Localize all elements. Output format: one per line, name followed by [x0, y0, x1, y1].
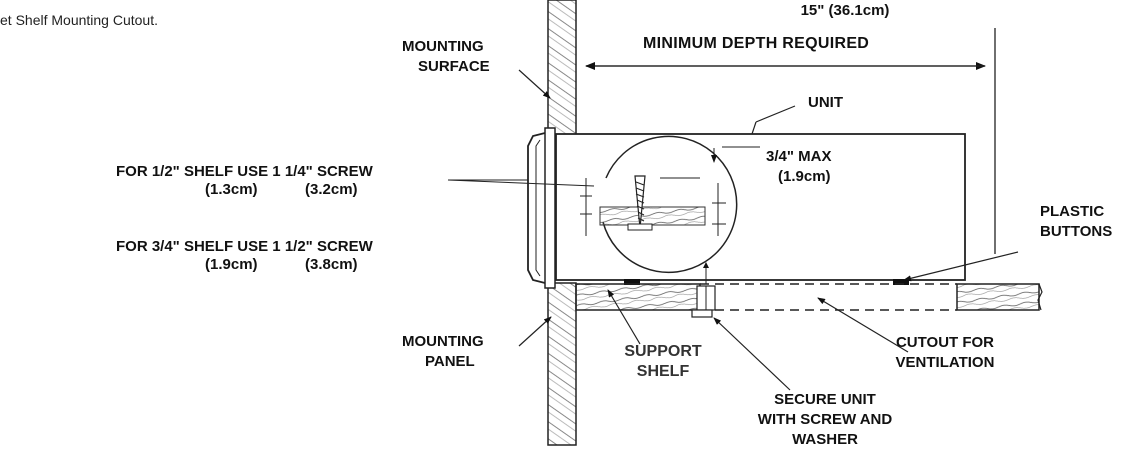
unit-leader-2	[751, 121, 757, 135]
secure-line-3: WASHER	[792, 431, 858, 448]
screw-note-leader	[447, 179, 595, 187]
plastic-button-front	[624, 279, 640, 285]
depth-text: MINIMUM DEPTH REQUIRED	[643, 35, 870, 52]
detail-circle	[580, 135, 760, 274]
cutout-leader	[817, 297, 909, 353]
screw-note-2: FOR 3/4" SHELF USE 1 1/2" SCREW	[116, 238, 373, 255]
support-shelf-line-1: SUPPORT	[624, 343, 702, 360]
secure-leader	[713, 317, 791, 391]
depth-dimension	[585, 28, 996, 254]
mounting-panel-leader	[518, 316, 552, 347]
max-label-line-1: 3/4" MAX	[766, 148, 832, 165]
cutout-line-2: VENTILATION	[895, 354, 995, 371]
figure-caption: et Shelf Mounting Cutout.	[0, 12, 158, 28]
screw-note-1: FOR 1/2" SHELF USE 1 1/4" SCREW	[116, 163, 373, 180]
securing-screw	[691, 262, 716, 318]
screw-note-2-cm-a: (1.9cm)	[205, 256, 258, 273]
secure-line-1: SECURE UNIT	[774, 391, 876, 408]
depth-value: 15" (36.1cm)	[800, 2, 890, 19]
cutout-line-1: CUTOUT FOR	[895, 334, 995, 351]
unit-leader	[755, 105, 796, 123]
screw-note-1-cm-b: (3.2cm)	[305, 181, 358, 198]
plastic-buttons-leader	[903, 251, 1019, 282]
screw-note-1-cm-a: (1.3cm)	[205, 181, 258, 198]
mounting-surface-line-2: SURFACE	[418, 58, 490, 75]
max-label-line-2: (1.9cm)	[778, 168, 831, 185]
support-shelf-leader	[607, 289, 641, 345]
screw-note-2-cm-b: (3.8cm)	[305, 256, 358, 273]
secure-line-2: WITH SCREW AND	[757, 411, 893, 428]
plastic-buttons-line-1: PLASTIC	[1040, 203, 1105, 220]
unit-front-bezel	[527, 127, 556, 289]
mounting-surface-line-1: MOUNTING	[402, 38, 484, 55]
mounting-panel-wall	[547, 282, 577, 446]
mounting-panel-line-1: MOUNTING	[402, 333, 484, 350]
support-shelf-line-2: SHELF	[636, 363, 690, 380]
unit-label: UNIT	[808, 94, 843, 111]
plastic-button-rear	[893, 279, 909, 285]
mounting-panel-line-2: PANEL	[425, 353, 475, 370]
mounting-surface-leader	[518, 69, 551, 99]
support-shelf	[575, 283, 1043, 311]
plastic-buttons-line-2: BUTTONS	[1040, 223, 1113, 240]
